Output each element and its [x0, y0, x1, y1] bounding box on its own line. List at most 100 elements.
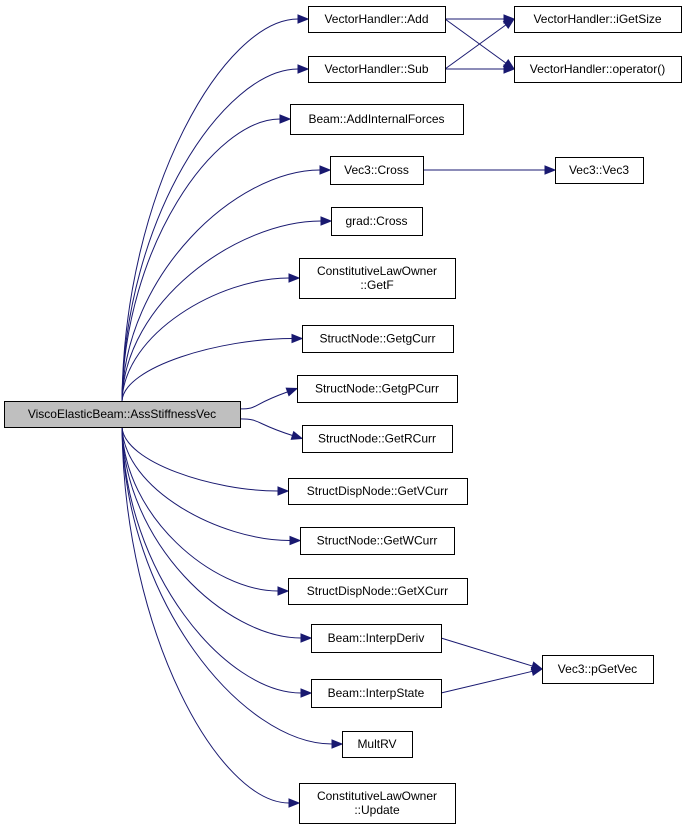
edge-line	[121, 277, 290, 402]
arrowhead-icon	[279, 114, 292, 124]
node-beam-addint[interactable]: Beam::AddInternalForces	[290, 104, 464, 135]
node-label: ConstitutiveLawOwner	[317, 789, 437, 803]
edge-line	[121, 426, 302, 639]
node-beam-interpstate[interactable]: Beam::InterpState	[311, 679, 442, 708]
edge-root-to-vh-add	[121, 14, 310, 402]
node-sn-getwcurr[interactable]: StructNode::GetWCurr	[300, 527, 455, 555]
edge-line	[121, 426, 290, 804]
node-clo-getf[interactable]: ConstitutiveLawOwner::GetF	[299, 258, 456, 299]
arrowhead-icon	[297, 14, 310, 24]
edge-root-to-grad-cross	[121, 216, 333, 402]
arrowhead-icon	[285, 387, 299, 397]
node-sn-getgpcurr[interactable]: StructNode::GetgPCurr	[297, 375, 458, 403]
edge-line	[444, 18, 507, 64]
arrowhead-icon	[288, 273, 301, 283]
node-label: grad::Cross	[345, 214, 407, 228]
node-box	[514, 56, 682, 83]
node-vh-op[interactable]: VectorHandler::operator()	[514, 56, 682, 83]
node-sdn-getxcurr[interactable]: StructDispNode::GetXCurr	[288, 578, 468, 605]
arrowhead-icon	[288, 798, 301, 808]
edge-line	[121, 426, 333, 745]
node-vh-getsize[interactable]: VectorHandler::iGetSize	[514, 6, 682, 33]
node-box	[4, 401, 241, 428]
arrowhead-icon	[503, 64, 516, 74]
node-box	[288, 578, 468, 605]
node-vh-add[interactable]: VectorHandler::Add	[308, 6, 446, 33]
arrowhead-icon	[297, 64, 310, 74]
edge-root-to-sn-getwcurr	[121, 426, 302, 546]
node-box	[514, 6, 682, 33]
node-sn-getgcurr[interactable]: StructNode::GetgCurr	[302, 325, 454, 353]
edge-root-to-vec3-cross	[121, 165, 332, 402]
edge-line	[440, 637, 533, 667]
node-sdn-getvcurr[interactable]: StructDispNode::GetVCurr	[288, 478, 468, 505]
arrowhead-icon	[331, 739, 344, 749]
edge-root-to-sdn-getxcurr	[121, 426, 290, 596]
edge-line	[440, 670, 533, 694]
edge-vh-sub-to-vh-getsize	[444, 18, 516, 70]
edge-root-to-sn-getgpcurr	[239, 387, 299, 410]
node-vh-sub[interactable]: VectorHandler::Sub	[308, 56, 446, 83]
edge-root-to-clo-update	[121, 426, 301, 808]
edge-line	[121, 68, 299, 402]
node-box	[330, 156, 424, 185]
edge-line	[239, 418, 293, 436]
node-box	[308, 6, 446, 33]
node-label: Vec3::pGetVec	[558, 662, 637, 676]
node-label: VectorHandler::operator()	[530, 62, 665, 76]
arrowhead-icon	[290, 430, 304, 440]
node-sn-getrcurr[interactable]: StructNode::GetRCurr	[302, 425, 453, 453]
node-clo-update[interactable]: ConstitutiveLawOwner::Update	[299, 783, 456, 824]
node-label: StructNode::GetWCurr	[317, 534, 438, 548]
arrowhead-icon	[319, 165, 332, 175]
node-vec3-vec3[interactable]: Vec3::Vec3	[555, 157, 644, 184]
edge-line	[121, 220, 322, 402]
edge-root-to-sn-getgcurr	[121, 333, 304, 402]
node-label: ConstitutiveLawOwner	[317, 264, 437, 278]
edges-layer	[121, 14, 557, 808]
node-box	[300, 527, 455, 555]
node-box	[299, 783, 456, 824]
node-box	[297, 375, 458, 403]
node-grad-cross[interactable]: grad::Cross	[331, 207, 423, 236]
node-label: StructNode::GetgPCurr	[315, 382, 439, 396]
nodes-layer: ViscoElasticBeam::AssStiffnessVec VectorH…	[4, 6, 682, 824]
node-label: ::Update	[354, 803, 400, 817]
node-label: MultRV	[357, 737, 396, 751]
node-label: StructNode::GetRCurr	[318, 432, 436, 446]
edge-line	[121, 118, 281, 402]
edge-root-to-sdn-getvcurr	[121, 426, 290, 496]
edge-line	[121, 426, 291, 541]
edge-line	[444, 24, 507, 70]
node-label: VectorHandler::iGetSize	[533, 12, 661, 26]
edge-line	[121, 338, 293, 402]
node-vec3-cross[interactable]: Vec3::Cross	[330, 156, 424, 185]
node-beam-interpderiv[interactable]: Beam::InterpDeriv	[311, 624, 442, 653]
node-box	[331, 207, 423, 236]
arrowhead-icon	[300, 688, 313, 698]
node-label: StructNode::GetgCurr	[319, 332, 435, 346]
edge-line	[121, 169, 321, 402]
node-box	[288, 478, 468, 505]
arrowhead-icon	[544, 165, 557, 175]
node-box	[311, 624, 442, 653]
node-box	[299, 258, 456, 299]
node-box	[555, 157, 644, 184]
node-label: Vec3::Vec3	[569, 163, 629, 177]
arrowhead-icon	[502, 18, 516, 29]
node-root[interactable]: ViscoElasticBeam::AssStiffnessVec	[4, 401, 241, 428]
arrowhead-icon	[277, 486, 290, 496]
node-label: Vec3::Cross	[344, 163, 409, 177]
edge-beam-interpderiv-to-vec3-pgetvec	[440, 637, 544, 671]
node-label: VectorHandler::Sub	[324, 62, 428, 76]
node-label: VectorHandler::Add	[324, 12, 428, 26]
node-multrv[interactable]: MultRV	[342, 731, 413, 758]
edge-root-to-beam-interpderiv	[121, 426, 313, 643]
node-label: Beam::InterpDeriv	[328, 631, 425, 645]
arrowhead-icon	[291, 333, 304, 344]
node-label: ViscoElasticBeam::AssStiffnessVec	[28, 407, 216, 421]
edge-root-to-beam-addint	[121, 114, 292, 402]
node-vec3-pgetvec[interactable]: Vec3::pGetVec	[542, 655, 654, 684]
node-box	[290, 104, 464, 135]
